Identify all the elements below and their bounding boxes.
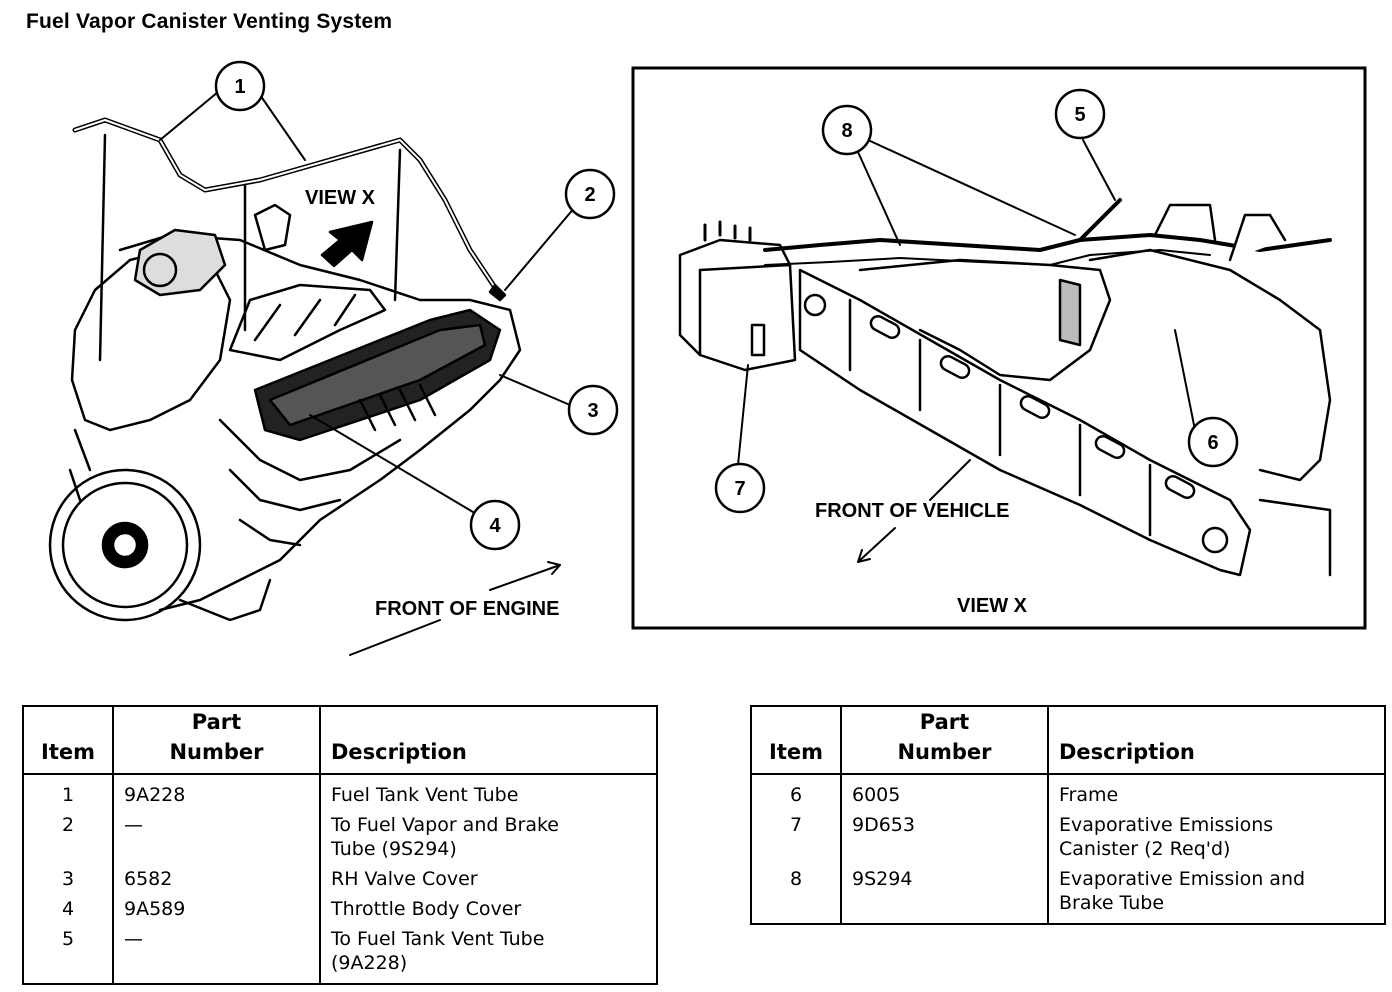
diagram-illustration: 1 2 3 4 VIEW X FRONT OF ENGINE <box>48 60 1367 656</box>
svg-text:2: 2 <box>584 184 595 206</box>
svg-text:4: 4 <box>489 515 501 537</box>
front-of-vehicle-label: FRONT OF VEHICLE <box>815 500 1009 522</box>
svg-text:6: 6 <box>1207 432 1218 454</box>
callout-1: 1 <box>214 60 266 112</box>
diagram-title: Fuel Vapor Canister Venting System <box>26 10 393 33</box>
view-x-arrow-label: VIEW X <box>305 187 376 209</box>
header-description: Description <box>319 706 658 775</box>
view-x-inset-frame <box>631 66 1367 630</box>
front-of-engine-label: FRONT OF ENGINE <box>375 598 559 620</box>
header-description: Description <box>1047 706 1386 775</box>
callout-5: 5 <box>1054 88 1106 140</box>
svg-text:7: 7 <box>734 478 745 500</box>
header-item: Item <box>750 706 842 775</box>
engine-illustration <box>48 91 576 656</box>
callout-7: 7 <box>714 462 766 514</box>
table-row: 5— To Fuel Tank Vent Tube(9A228) <box>22 921 658 984</box>
svg-text:5: 5 <box>1074 104 1085 126</box>
callout-8: 8 <box>821 104 873 156</box>
view-x-caption: VIEW X <box>957 595 1028 617</box>
svg-text:3: 3 <box>587 400 598 422</box>
callout-4: 4 <box>469 499 521 551</box>
svg-text:1: 1 <box>234 76 245 98</box>
svg-text:8: 8 <box>841 120 852 142</box>
callout-3: 3 <box>567 384 619 436</box>
frame-illustration <box>678 139 1332 577</box>
header-item: Item <box>22 706 114 775</box>
callout-6: 6 <box>1187 416 1239 468</box>
callout-2: 2 <box>564 168 616 220</box>
